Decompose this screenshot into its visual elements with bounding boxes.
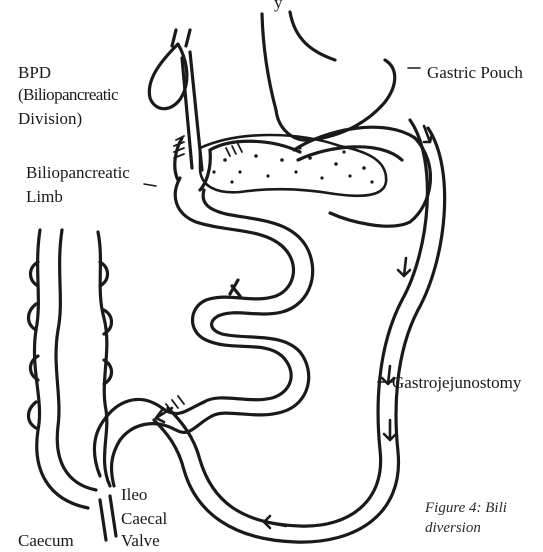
label-ileo: Ileo xyxy=(121,484,147,506)
label-limb: Limb xyxy=(26,186,63,208)
remnant-stomach xyxy=(210,127,430,226)
figure-caption-line1: Figure 4: Bili xyxy=(425,498,507,518)
label-top-cut: y xyxy=(274,0,283,14)
label-bpd: BPD xyxy=(18,62,51,84)
alimentary-limb xyxy=(154,120,445,542)
label-bpd-subtitle: (Biliopancreatic xyxy=(18,84,118,106)
appendix xyxy=(100,496,116,540)
label-caecal: Caecal xyxy=(121,508,167,530)
label-caecum: Caecum xyxy=(18,530,74,552)
label-gastric-pouch: Gastric Pouch xyxy=(427,62,523,84)
biliopancreatic-limb xyxy=(175,138,313,416)
label-valve: Valve xyxy=(121,530,160,552)
colon xyxy=(29,230,112,508)
figure-caption-line2: diversion xyxy=(425,518,481,538)
label-biliopancreatic-limb: Biliopancreatic xyxy=(26,162,130,184)
label-gastrojejunostomy: Gastrojejunostomy xyxy=(392,372,521,394)
esophagus xyxy=(262,12,335,110)
label-bpd-division: Division) xyxy=(18,108,82,130)
